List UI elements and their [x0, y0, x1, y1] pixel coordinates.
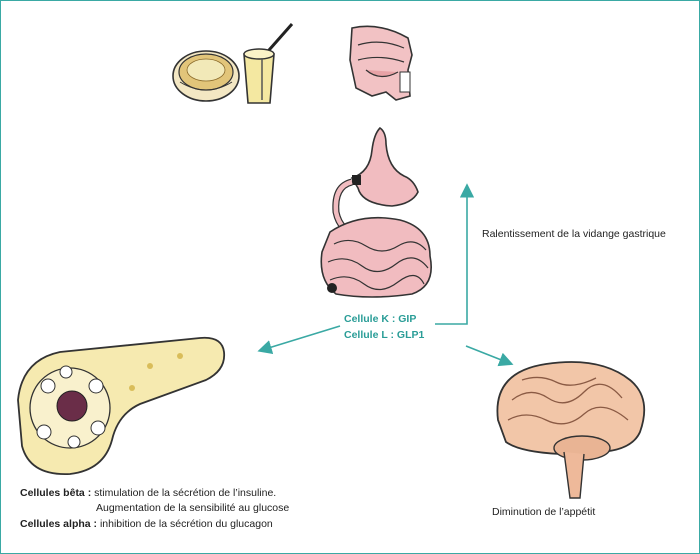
appetite-label: Diminution de l’appétit: [492, 506, 596, 518]
mouth-icon: [349, 25, 413, 101]
pie-icon: [172, 50, 240, 102]
alpha-cells-text: inhibition de la sécrétion du glucagon: [99, 518, 273, 530]
beta-cells-label: Cellules bêta :: [20, 487, 92, 499]
cell-l-label: Cellule L : GLP1: [344, 329, 425, 341]
gastric-emptying-label: Ralentissement de la vidange gastrique: [482, 228, 666, 240]
brain-icon: [496, 361, 646, 499]
beta-cells-text-2: Augmentation de la sensibilité au glucos…: [96, 502, 290, 514]
beta-cells-text-1: stimulation de la sécrétion de l’insulin…: [94, 487, 277, 499]
cell-k-label: Cellule K : GIP: [344, 313, 417, 325]
pancreas-icon: [17, 336, 226, 475]
brain-arrow: [465, 345, 514, 367]
pancreas-arrow: [257, 325, 341, 355]
beta-cells-line: Cellules bêta : stimulation de la sécrét…: [20, 487, 276, 499]
alpha-cells-label: Cellules alpha :: [20, 518, 98, 530]
alpha-cells-line: Cellules alpha : inhibition de la sécrét…: [20, 518, 273, 530]
drink-glass-icon: [243, 23, 294, 104]
gastric-emptying-arrow: [435, 183, 475, 325]
intestine-icon: [320, 216, 432, 298]
